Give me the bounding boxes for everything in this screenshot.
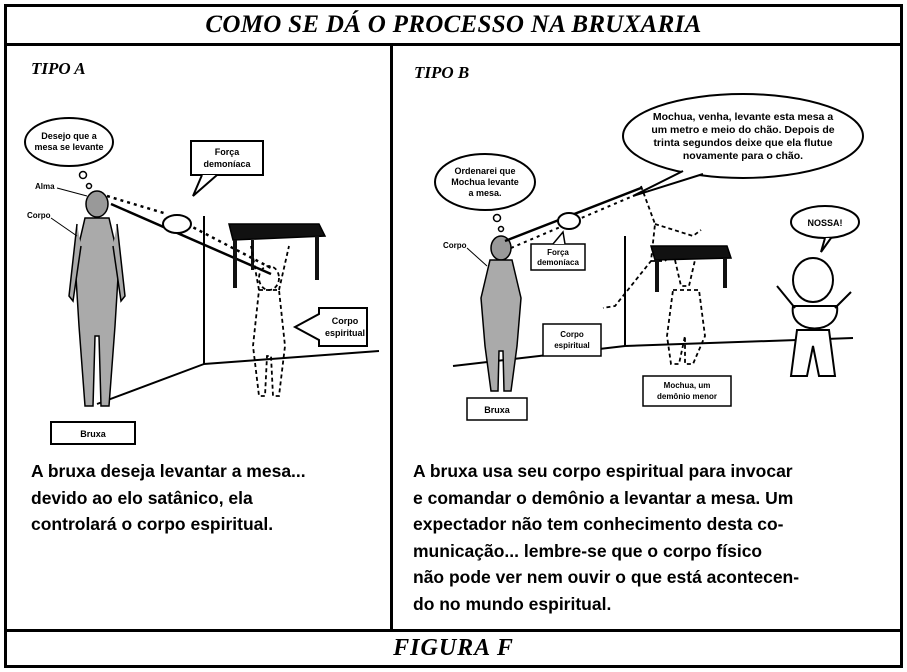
force-a-line-1: Força (215, 147, 241, 157)
spirit-body-b (602, 185, 702, 309)
demon-mochua (666, 259, 706, 365)
caption-b-line-2: e comandar o demônio a levantar a mesa. … (413, 487, 794, 508)
satanic-link-b-dotted (510, 195, 634, 249)
figure-title: COMO SE DÁ O PROCESSO NA BRUXARIA (205, 11, 702, 38)
speech-line-3: trinta segundos deixe que ela flutue (653, 137, 832, 149)
nossa-text: NOSSA! (807, 218, 842, 228)
caption-a-line-2: devido ao elo satânico, ela (31, 487, 253, 508)
demon-line-2: demônio menor (657, 392, 717, 401)
figure-frame: COMO SE DÁ O PROCESSO NA BRUXARIA TIPO A… (4, 4, 903, 668)
alma-pointer (56, 187, 88, 197)
speech-line-2: um metro e meio do chão. Depois de (651, 124, 834, 136)
corpo-label-a: Corpo (27, 211, 51, 220)
panel-a-label: TIPO A (31, 59, 86, 78)
spirit-a-line-1: Corpo (332, 316, 359, 326)
thought-bubble-b: Ordenarei que Mochua levante a mesa. (434, 153, 536, 233)
floating-table-b (650, 245, 733, 292)
spirit-label-box-a: Corpo espiritual (292, 307, 368, 347)
thought-a-line-2: mesa se levante (34, 142, 103, 152)
spirit-a-line-2: espiritual (325, 328, 365, 338)
corpo-label-b: Corpo (443, 241, 467, 250)
alma-label: Alma (35, 182, 55, 191)
witch-label-b: Bruxa (484, 405, 511, 415)
force-b-line-2: demoníaca (537, 258, 579, 267)
thought-a-line-1: Desejo que a (41, 131, 98, 141)
force-b-line-1: Força (547, 248, 569, 257)
force-knot (162, 214, 192, 234)
caption-a-line-3: controlará o corpo espiritual. (31, 514, 274, 534)
witch-label-box-b: Bruxa (466, 397, 528, 421)
force-box-a: Força demoníaca (190, 140, 264, 197)
caption-b-line-5: não pode ver nem ouvir o que está aconte… (413, 567, 800, 587)
witch-label-a: Bruxa (80, 429, 107, 439)
caption-b-line-4: municação... lembre-se que o corpo físic… (413, 540, 763, 561)
title-bar: COMO SE DÁ O PROCESSO NA BRUXARIA (7, 7, 900, 46)
room-floor-line-right (203, 350, 380, 365)
force-knot-b (557, 212, 581, 230)
witch-figure (68, 190, 126, 407)
figure-label: FIGURA F (393, 635, 514, 661)
thought-b-line-1: Ordenarei que (454, 166, 515, 176)
speech-line-4: novamente para o chão. (683, 150, 803, 162)
panel-tipo-b: TIPO B Mochua, venha, levante esta mesa … (393, 46, 900, 629)
panel-b-label: TIPO B (414, 63, 470, 82)
caption-a: A bruxa deseja levantar a mesa... devido… (31, 458, 381, 538)
thought-bubble-a: Desejo que a mesa se levante (24, 117, 114, 190)
satanic-link-dotted-2 (180, 219, 272, 270)
footer-bar: FIGURA F (7, 629, 900, 665)
caption-b-line-3: expectador não tem conhecimento desta co… (413, 514, 784, 534)
caption-b-line-6: do no mundo espiritual. (413, 593, 612, 614)
caption-a-line-1: A bruxa deseja levantar a mesa... (31, 461, 306, 481)
panel-b-illustration: Mochua, venha, levante esta mesa a um me… (434, 93, 864, 421)
room-floor-line-left (96, 363, 205, 405)
panel-a-illustration: Desejo que a mesa se levante Alma Corpo … (24, 117, 380, 445)
nossa-bubble: NOSSA! (790, 205, 860, 253)
witch-label-box-a: Bruxa (50, 421, 136, 445)
satanic-link-solid (110, 202, 272, 276)
force-a-line-2: demoníaca (203, 159, 251, 169)
spirit-b-line-2: espiritual (554, 341, 590, 350)
caption-b-line-1: A bruxa usa seu corpo espiritual para in… (413, 461, 793, 481)
thought-b-line-3: a mesa. (468, 188, 501, 198)
force-box-b: Força demoníaca (530, 230, 586, 271)
demon-line-1: Mochua, um (664, 381, 711, 390)
spectator-figure (776, 257, 852, 377)
demon-label-box: Mochua, um demônio menor (642, 375, 732, 407)
speech-bubble-b: Mochua, venha, levante esta mesa a um me… (622, 93, 864, 197)
panel-tipo-a: TIPO A Desejo que a mesa se levante (7, 46, 393, 629)
witch-figure-b (480, 235, 522, 392)
corpo-pointer-a (50, 217, 78, 237)
speech-line-1: Mochua, venha, levante esta mesa a (653, 111, 833, 123)
spirit-body-a (250, 245, 290, 397)
spirit-b-line-1: Corpo (560, 330, 584, 339)
thought-b-line-2: Mochua levante (451, 177, 519, 187)
corpo-pointer-b (466, 247, 488, 267)
spirit-label-box-b: Corpo espiritual (542, 323, 602, 357)
floating-table-a (228, 223, 327, 288)
caption-b: A bruxa usa seu corpo espiritual para in… (413, 458, 893, 617)
